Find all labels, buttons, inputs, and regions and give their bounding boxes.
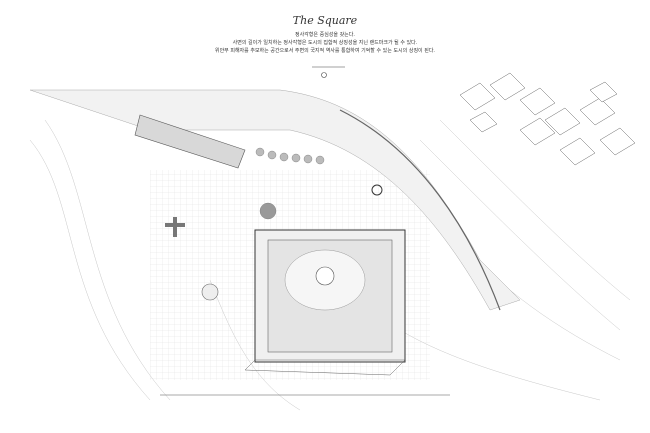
description-line: 사면의 길이가 일치하는 정사각형은 도시의 집합적 상징성을 지닌 랜드마크가… bbox=[232, 40, 418, 46]
building-northwest bbox=[134, 114, 246, 169]
description-line: 위안부 피해자를 추모하는 공간으로서 주변의 국지적 역사를 통합하여 기억할… bbox=[214, 48, 436, 54]
road bbox=[29, 89, 521, 311]
residential-blocks bbox=[459, 72, 636, 166]
cross-structure bbox=[165, 217, 185, 237]
round-feature bbox=[371, 184, 383, 196]
drawing-description: 정사각형은 중심성을 갖는다. 사면의 길이가 일치하는 정사각형은 도시의 집… bbox=[0, 31, 650, 55]
scale-bar bbox=[312, 66, 345, 78]
north-arrow-icon bbox=[321, 72, 327, 78]
drawing-title: The Square bbox=[292, 14, 358, 27]
curved-wall bbox=[339, 109, 501, 311]
trees bbox=[255, 147, 325, 220]
main-square-building bbox=[244, 229, 406, 376]
circular-pavilion bbox=[201, 283, 219, 301]
description-line: 정사각형은 중심성을 갖는다. bbox=[295, 32, 355, 38]
